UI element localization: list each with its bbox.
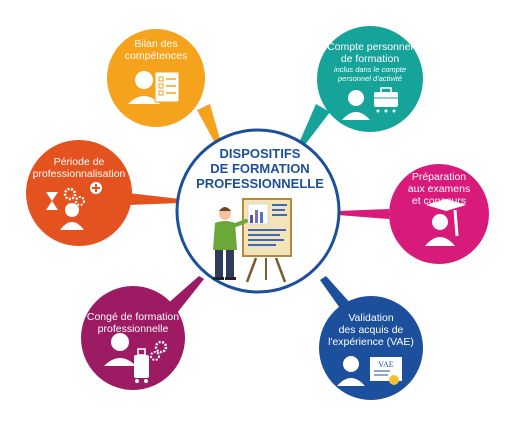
node-bilan-title-2: compétences [124, 50, 188, 62]
person-luggage-icon [104, 333, 168, 383]
center-title-line2: DE FORMATION [210, 161, 310, 176]
node-compte-title-1: Compte personnel [327, 41, 413, 53]
presenter-board-icon [213, 198, 292, 283]
connector-conge [166, 276, 204, 313]
hourglass-gears-icon [46, 182, 102, 230]
node-preparation-title-2: aux examens [407, 183, 471, 195]
node-periode-circle [26, 140, 132, 246]
graduate-icon [425, 199, 466, 246]
node-periode-title-2: professionnalisation [32, 168, 126, 180]
node-vae-label: Validation des acquis de l'expérience (V… [322, 312, 420, 348]
node-preparation-circle [389, 164, 489, 264]
connector-bilan [197, 104, 221, 145]
node-conge-title-1: Congé de formation [86, 311, 180, 323]
connector-periode [128, 193, 180, 205]
node-compte-note-1: inclus dans le compte [333, 65, 407, 74]
person-certificate-icon: VAE [337, 356, 402, 386]
node-conge-title-2: professionnelle [97, 323, 169, 335]
connector-compte [299, 104, 330, 146]
node-conge-label: Congé de formation professionnelle [83, 311, 183, 335]
person-briefcase-icon [342, 87, 398, 120]
node-preparation-title-1: Préparation [411, 171, 467, 183]
node-preparation-label: Préparation aux examens et concours [396, 171, 482, 207]
node-preparation-title-3: et concours [411, 195, 467, 207]
node-periode-title-1: Période de [53, 156, 105, 168]
center-title-line3: PROFESSIONNELLE [196, 176, 324, 191]
node-bilan-label: Bilan des compétences [111, 38, 201, 62]
node-compte-label: Compte personnel de formation inclus dan… [322, 41, 418, 83]
node-bilan-title-1: Bilan des [134, 38, 178, 50]
node-vae-title-3: l'expérience (VAE) [328, 336, 414, 348]
center-title-line1: DISPOSITIFS [219, 146, 301, 161]
vae-badge-text: VAE [378, 360, 394, 369]
node-compte-note-2: personnel d'activité [338, 74, 402, 83]
node-periode-label: Période de professionnalisation [27, 156, 131, 180]
center-title: DISPOSITIFS DE FORMATION PROFESSIONNELLE [180, 146, 340, 191]
person-checklist-icon [128, 71, 180, 104]
node-compte-title-2: de formation [340, 53, 400, 65]
node-conge-circle [81, 286, 185, 390]
node-vae-title-2: des acquis de [338, 324, 404, 336]
connector-preparation [338, 209, 389, 219]
node-vae-title-1: Validation [348, 312, 394, 324]
